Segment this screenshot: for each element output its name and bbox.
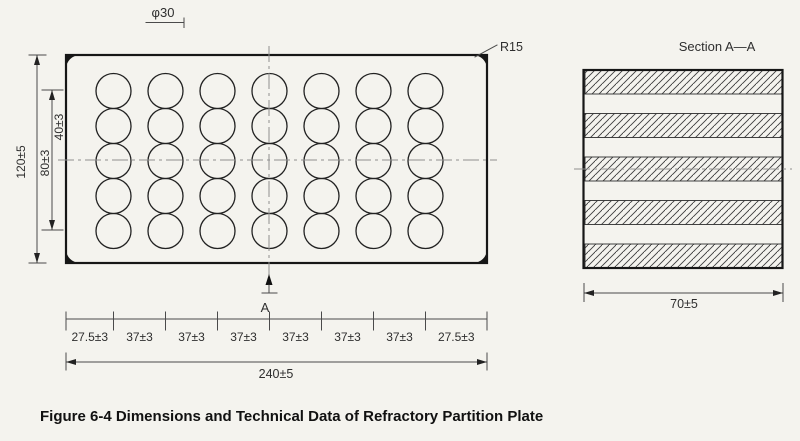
corner-fillet-bottom-left (66, 249, 80, 263)
hole-grid (95, 72, 444, 250)
hole (199, 142, 236, 180)
hole (147, 142, 184, 180)
hole (147, 212, 184, 250)
hatch-band (584, 69, 783, 95)
hole (199, 107, 236, 145)
corner-fillet-top-right (473, 55, 487, 69)
width-arrow-left (66, 359, 76, 365)
section-width-arrow-right (773, 290, 783, 296)
hole (303, 72, 340, 110)
corner-fillet-top-left (66, 55, 80, 69)
plate-top-view (58, 46, 497, 277)
hole (355, 177, 392, 215)
hole (303, 212, 340, 250)
height-arrow-up (34, 55, 40, 65)
row-dim-arrow-down (49, 220, 55, 230)
hole (407, 142, 444, 180)
segment-label: 27.5±3 (438, 330, 475, 344)
hole (355, 72, 392, 110)
hole (147, 177, 184, 215)
hole (199, 72, 236, 110)
segment-label: 37±3 (230, 330, 257, 344)
hole (199, 212, 236, 250)
figure-caption: Figure 6-4 Dimensions and Technical Data… (40, 408, 543, 425)
hatch-band (584, 243, 783, 269)
section-title: Section A—A (679, 39, 756, 54)
overall-height-label: 120±5 (14, 145, 28, 179)
hole (95, 177, 132, 215)
hole (355, 212, 392, 250)
segment-label: 37±3 (126, 330, 153, 344)
hatch-band (584, 200, 783, 225)
section-width-label: 70±5 (670, 297, 698, 311)
width-arrow-right (477, 359, 487, 365)
section-marker-label: A (261, 300, 270, 315)
segment-label: 27.5±3 (71, 330, 108, 344)
segment-label: 37±3 (386, 330, 413, 344)
hole (147, 107, 184, 145)
hole (95, 142, 132, 180)
hole (95, 72, 132, 110)
plate-dimensions: φ30 R15 120±5 40±3 80±3 A 27.5±3 37±3 37±3… (14, 5, 523, 381)
row-span-label: 80±3 (38, 149, 52, 176)
overall-width-label: 240±5 (259, 367, 294, 381)
corner-radius-label: R15 (500, 40, 523, 54)
section-view: Section A—A 70±5 (574, 39, 792, 311)
hatch-band (584, 113, 783, 138)
hole (407, 212, 444, 250)
segment-label: 37±3 (178, 330, 205, 344)
row-pitch-label: 40±3 (52, 113, 66, 140)
hole (407, 107, 444, 145)
hole (303, 107, 340, 145)
hole (355, 142, 392, 180)
hole-diameter-label: φ30 (152, 5, 175, 20)
hole (95, 212, 132, 250)
hole (355, 107, 392, 145)
height-arrow-down (34, 253, 40, 263)
hole (303, 142, 340, 180)
hole (407, 72, 444, 110)
corner-fillet-bottom-right (473, 249, 487, 263)
corner-radius-leader (474, 44, 498, 58)
hole (303, 177, 340, 215)
section-width-arrow-left (584, 290, 594, 296)
hole (95, 107, 132, 145)
row-dim-arrow-up (49, 90, 55, 100)
plate-outline (64, 53, 489, 265)
segment-label: 37±3 (334, 330, 361, 344)
hole (199, 177, 236, 215)
hole (407, 177, 444, 215)
chain-dimension: 27.5±3 37±3 37±3 37±3 37±3 37±3 37±3 27.5±3 (65, 311, 488, 344)
segment-label: 37±3 (282, 330, 309, 344)
section-arrow (265, 274, 273, 285)
hole (147, 72, 184, 110)
